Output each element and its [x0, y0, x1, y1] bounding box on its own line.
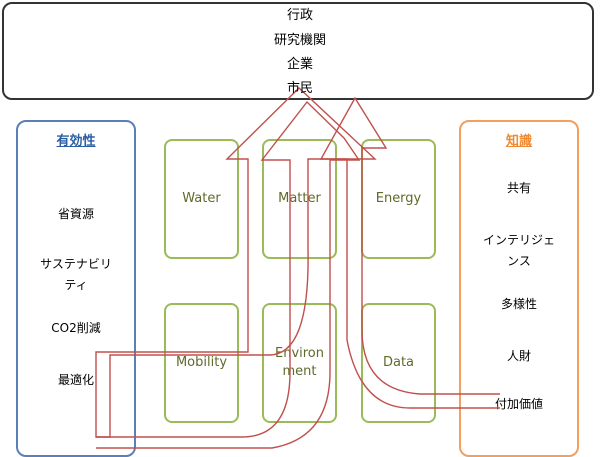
knowledge-item-talent: 人財 [506, 349, 531, 363]
node-matter: Matter [262, 139, 337, 259]
knowledge-item-diversity: 多様性 [500, 297, 537, 311]
stakeholder-box [2, 2, 594, 100]
knowledge-panel: 知識 共有 インテリジェ ンス 多様性 人財 付加価値 [459, 120, 579, 457]
node-water: Water [164, 139, 239, 259]
effectiveness-panel: 有効性 省資源 サステナビリ ティ CO2削減 最適化 [16, 120, 136, 457]
effectiveness-item-co2: CO2削減 [51, 321, 101, 335]
knowledge-item-sharing: 共有 [506, 181, 531, 195]
knowledge-item-intelligence: インテリジェ ンス [482, 233, 555, 268]
stakeholder-citizens: 市民 [286, 81, 313, 96]
stakeholder-companies: 企業 [286, 57, 313, 72]
node-mobility: Mobility [164, 303, 239, 423]
effectiveness-item-optimization: 最適化 [57, 373, 94, 387]
stakeholder-research: 研究機関 [273, 33, 326, 48]
node-environment: Environ ment [262, 303, 337, 423]
knowledge-title: 知識 [505, 134, 532, 149]
effectiveness-item-resources: 省資源 [57, 207, 94, 221]
node-energy: Energy [361, 139, 436, 259]
effectiveness-item-sustainability: サステナビリ ティ [40, 257, 112, 292]
knowledge-item-value: 付加価値 [494, 397, 543, 411]
stakeholder-government: 行政 [286, 8, 313, 23]
node-data: Data [361, 303, 436, 423]
effectiveness-title: 有効性 [56, 134, 96, 149]
